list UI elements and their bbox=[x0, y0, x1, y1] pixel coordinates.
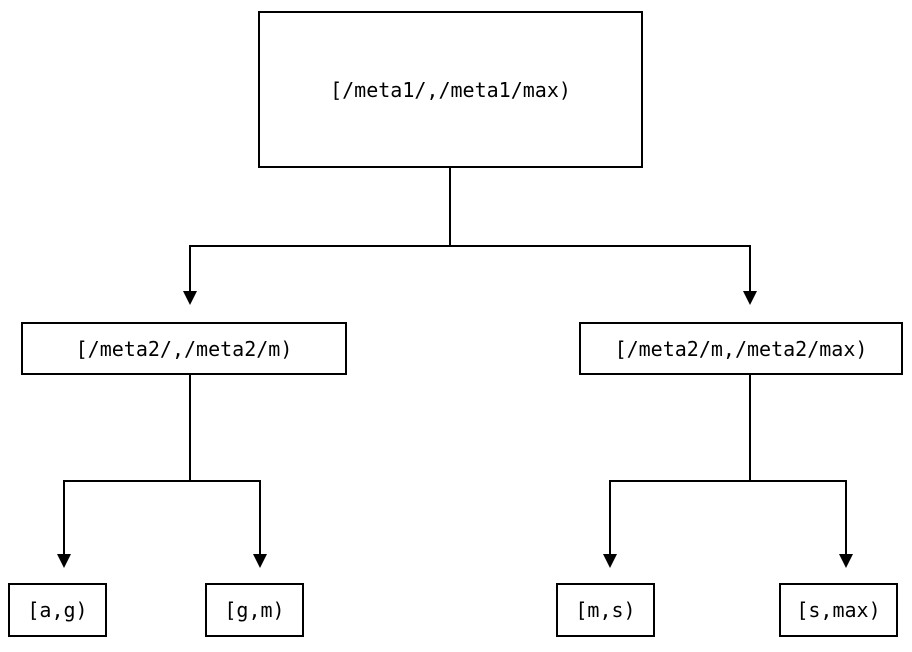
tree-node-leaf-2[interactable]: [g,m) bbox=[205, 583, 304, 637]
arrowhead-root-to-mid-right-icon bbox=[743, 291, 757, 305]
arrowhead-mid-left-to-leaf-2-icon bbox=[253, 554, 267, 568]
arrowhead-root-to-mid-left-icon bbox=[183, 291, 197, 305]
edge-mid-right-to-leaf-3-drop bbox=[609, 480, 611, 555]
tree-node-leaf-1[interactable]: [a,g) bbox=[8, 583, 107, 637]
edge-mid-left-to-leaf-1-drop bbox=[63, 480, 65, 555]
edge-mid-right-trunk bbox=[749, 375, 751, 481]
arrowhead-mid-right-to-leaf-3-icon bbox=[603, 554, 617, 568]
edge-root-crossbar bbox=[189, 245, 751, 247]
tree-node-leaf-4-label: [s,max) bbox=[796, 598, 881, 622]
edge-mid-right-to-leaf-4-drop bbox=[845, 480, 847, 555]
tree-node-root[interactable]: [/meta1/,/meta1/max) bbox=[258, 11, 643, 168]
tree-node-mid-left-label: [/meta2/,/meta2/m) bbox=[75, 336, 293, 361]
edge-mid-left-crossbar bbox=[63, 480, 261, 482]
tree-node-mid-right[interactable]: [/meta2/m,/meta2/max) bbox=[579, 322, 903, 375]
tree-node-leaf-3-label: [m,s) bbox=[575, 598, 636, 622]
edge-mid-left-to-leaf-2-drop bbox=[259, 480, 261, 555]
edge-root-to-mid-left-drop bbox=[189, 245, 191, 292]
edge-mid-right-crossbar bbox=[609, 480, 847, 482]
tree-node-leaf-2-label: [g,m) bbox=[224, 598, 285, 622]
arrowhead-mid-right-to-leaf-4-icon bbox=[839, 554, 853, 568]
tree-node-mid-left[interactable]: [/meta2/,/meta2/m) bbox=[21, 322, 347, 375]
edge-root-trunk bbox=[449, 168, 451, 247]
tree-node-leaf-4[interactable]: [s,max) bbox=[779, 583, 898, 637]
edge-root-to-mid-right-drop bbox=[749, 245, 751, 292]
arrowhead-mid-left-to-leaf-1-icon bbox=[57, 554, 71, 568]
tree-node-leaf-1-label: [a,g) bbox=[27, 598, 88, 622]
tree-node-mid-right-label: [/meta2/m,/meta2/max) bbox=[614, 336, 868, 361]
tree-node-root-label: [/meta1/,/meta1/max) bbox=[330, 77, 571, 102]
tree-node-leaf-3[interactable]: [m,s) bbox=[556, 583, 655, 637]
edge-mid-left-trunk bbox=[189, 375, 191, 481]
